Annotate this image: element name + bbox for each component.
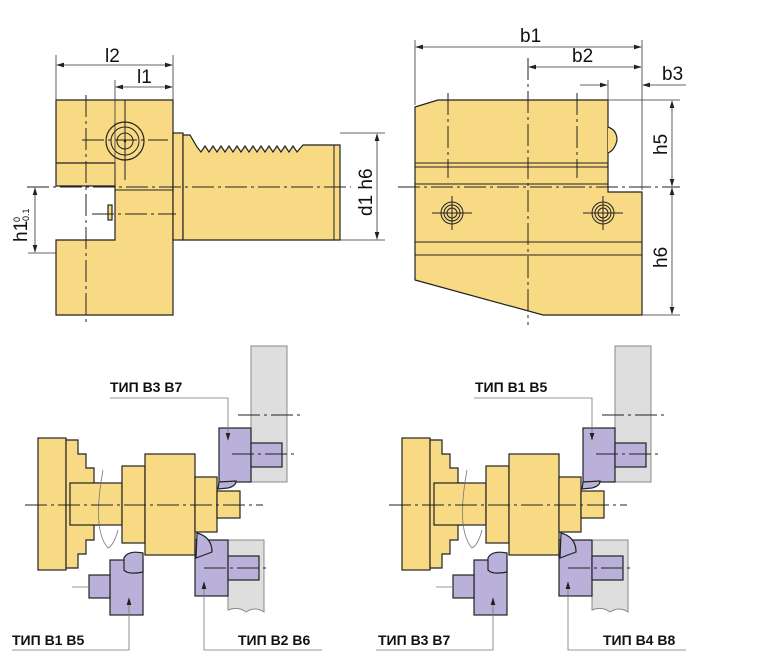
- tool-shank: [88, 574, 111, 599]
- dim-l1: l1: [137, 67, 152, 88]
- dim-l2: l2: [105, 46, 120, 67]
- label-type-top: ТИП B1 B5: [475, 379, 547, 395]
- dim-b2: b2: [572, 46, 593, 67]
- chuck: [37, 437, 67, 571]
- dim-h1-tol-upper: 0: [12, 217, 22, 222]
- dim-h1-tol-lower: -0.1: [21, 208, 31, 224]
- screw-icon: [583, 196, 623, 230]
- screw-icon: [432, 196, 472, 230]
- label-type-top: ТИП B3 B7: [110, 379, 182, 395]
- dim-h6: h6: [651, 247, 672, 268]
- dim-h1: h1: [11, 221, 32, 242]
- tool-top: [218, 427, 252, 483]
- tool-shank: [250, 442, 283, 468]
- dim-d1-h6: d1 h6: [356, 168, 377, 216]
- dim-b3: b3: [662, 64, 683, 85]
- label-type-bottom-right: ТИП B2 B6: [238, 632, 310, 648]
- dim-b1: b1: [520, 26, 541, 47]
- front-view: b1 b2 b3 h5 h6: [398, 26, 686, 325]
- workpiece-shaft: [69, 482, 123, 526]
- pin: [107, 204, 113, 221]
- label-type-bottom-right: ТИП B4 B8: [603, 632, 675, 648]
- rotation-arrow-icon: [98, 469, 119, 549]
- side-view: l2 l1 d1 h6 h1 0 -0.1: [11, 46, 385, 322]
- label-type-bottom-left: ТИП B3 B7: [378, 632, 450, 648]
- dim-h5: h5: [651, 134, 672, 155]
- machining-scene-left: [12, 345, 322, 651]
- label-type-bottom-left: ТИП B1 B5: [12, 632, 84, 648]
